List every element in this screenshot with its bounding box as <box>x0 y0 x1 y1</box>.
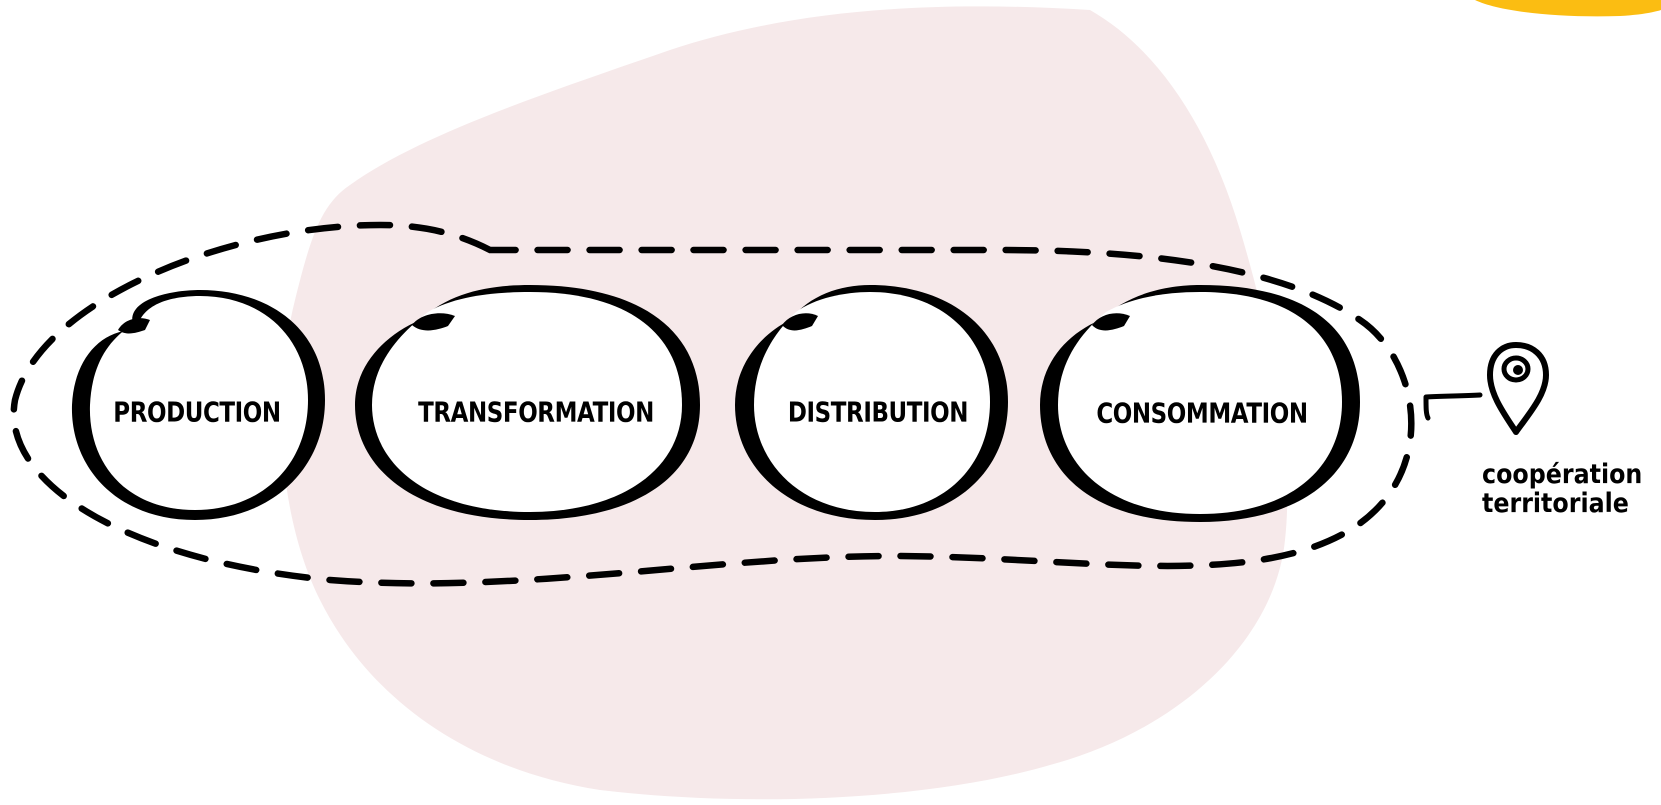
pin-connector <box>1423 392 1483 421</box>
stage-label-distribution: DISTRIBUTION <box>787 395 969 429</box>
stage-label-transformation: TRANSFORMATION <box>418 395 654 429</box>
map-pin-icon <box>1487 342 1549 435</box>
stage-circle-production <box>71 290 325 520</box>
cooperation-label-line1: coopération <box>1482 459 1643 490</box>
stage-label-production: PRODUCTION <box>113 395 281 429</box>
accent-shape <box>1475 0 1661 17</box>
stage-label-consommation: CONSOMMATION <box>1096 396 1308 430</box>
stage-circle-consommation <box>1040 285 1360 522</box>
cooperation-label-line2: territoriale <box>1482 488 1629 519</box>
cooperation-label: coopération territoriale <box>1482 460 1642 518</box>
stage-circle-transformation <box>355 285 700 520</box>
stage-circle-distribution <box>735 285 1008 520</box>
territory-dashed-ellipse <box>10 221 1415 587</box>
